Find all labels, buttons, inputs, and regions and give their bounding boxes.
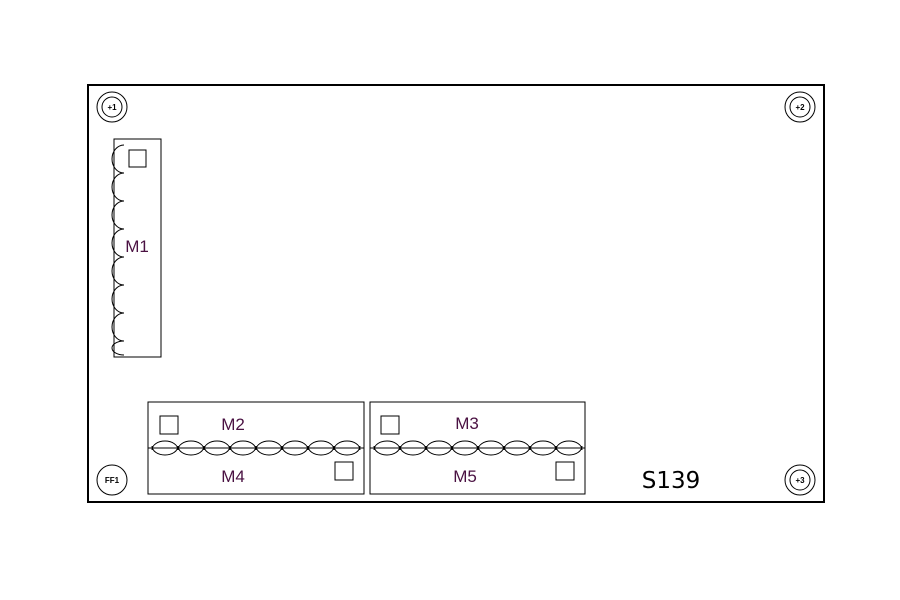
pin-scallops-bottom-m4 [151, 440, 361, 451]
board-outline [87, 84, 825, 503]
board-id-label: S139 [642, 468, 701, 494]
connector-block-m2-m4: M2 M4 [147, 401, 365, 495]
hole-label-2: +2 [795, 103, 805, 112]
mounting-hole-2: +2 [784, 91, 816, 123]
hole-label-1: +1 [107, 103, 117, 112]
pin-scallops-top-m3 [373, 445, 583, 456]
mounting-hole-3: +3 [784, 464, 816, 496]
connector-m1: M1 [111, 138, 162, 358]
connector-label-m5: M5 [453, 467, 477, 486]
pin1-marker-m5 [555, 461, 575, 481]
pin1-marker-m3 [380, 415, 400, 435]
pin1-marker-m2 [159, 415, 179, 435]
fiducial-ff1: FF1 [96, 464, 128, 496]
pin-scallops-top-m2 [151, 445, 361, 456]
connector-label-m2: M2 [221, 415, 245, 434]
pin-scallops-bottom-m5 [373, 440, 583, 451]
mounting-hole-1: +1 [96, 91, 128, 123]
connector-label-m1: M1 [125, 237, 149, 256]
connector-label-m3: M3 [455, 414, 479, 433]
hole-label-3: +3 [795, 476, 805, 485]
pin1-marker-m1 [128, 149, 147, 168]
connector-label-m4: M4 [221, 467, 245, 486]
fiducial-label: FF1 [105, 476, 120, 485]
pin-scallops-m1 [111, 144, 125, 356]
pin1-marker-m4 [334, 461, 354, 481]
connector-block-m3-m5: M3 M5 [369, 401, 586, 495]
